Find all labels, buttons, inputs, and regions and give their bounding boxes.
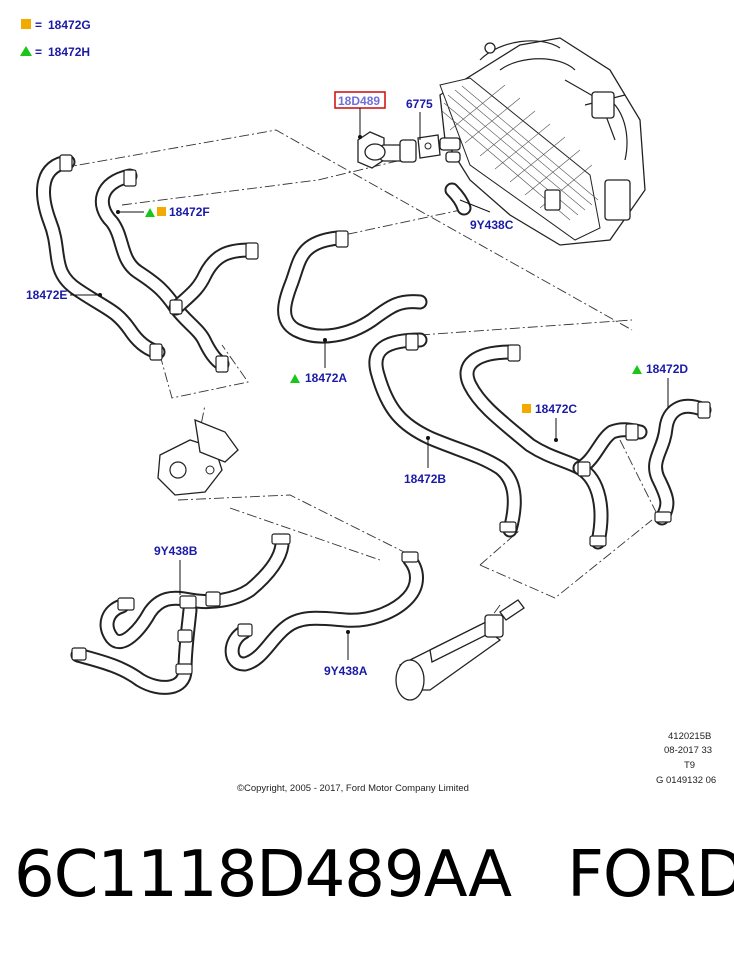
hose-9Y438C [444, 182, 472, 216]
valve-18D489 [357, 131, 461, 169]
hose-9Y438A [224, 552, 424, 672]
callout-label-6775[interactable]: 6775 [406, 97, 433, 111]
square-marker-icon [157, 207, 166, 216]
legend-part-18472G: 18472G [48, 18, 91, 32]
callout-18472C[interactable]: 18472C [522, 402, 577, 442]
callout-9Y438B[interactable]: 9Y438B [154, 544, 198, 595]
legend: = 18472G = 18472H [20, 18, 91, 59]
callout-18D489[interactable]: 18D489 [334, 91, 386, 139]
triangle-marker-icon [145, 208, 155, 217]
ref-line-4: G 0149132 06 [656, 775, 716, 786]
triangle-marker-icon [290, 374, 300, 383]
callout-18472F[interactable]: 18472F [116, 205, 210, 219]
ref-line-2: 08-2017 33 [664, 745, 712, 756]
reference-block: 4120215B 08-2017 33 T9 G 0149132 06 [656, 731, 716, 786]
callout-18472D[interactable]: 18472D [632, 362, 688, 408]
hose-18472E [36, 154, 166, 360]
legend-part-18472H: 18472H [48, 45, 90, 59]
legend-eq-2: = [35, 45, 42, 59]
callout-label-18472D[interactable]: 18472D [646, 362, 688, 376]
legend-triangle-icon [20, 46, 32, 56]
ref-line-3: T9 [684, 760, 695, 771]
hose-clamps [59, 154, 711, 675]
callout-label-9Y438B[interactable]: 9Y438B [154, 544, 198, 558]
thermostat-housing [157, 418, 239, 496]
copyright-text: ©Copyright, 2005 - 2017, Ford Motor Comp… [237, 783, 469, 794]
callout-label-18472F[interactable]: 18472F [169, 205, 210, 219]
hose-18472F [94, 168, 258, 372]
hose-18472B [368, 332, 522, 538]
callout-18472B[interactable]: 18472B [404, 436, 446, 486]
brand-name: FORD [567, 838, 734, 912]
ref-line-1: 4120215B [668, 731, 711, 742]
hose-18472D [648, 398, 712, 526]
callout-18472A[interactable]: 18472A [290, 338, 347, 385]
callout-label-18472C[interactable]: 18472C [535, 402, 577, 416]
assembly-guide-lines [61, 129, 661, 631]
part-number: 6C1118D489AA [14, 838, 512, 912]
callout-label-18472A[interactable]: 18472A [305, 371, 347, 385]
callout-6775[interactable]: 6775 [406, 97, 433, 140]
hose-18472A [277, 230, 428, 344]
square-marker-icon [522, 404, 531, 413]
callout-label-18472B[interactable]: 18472B [404, 472, 446, 486]
part-number-title: 6C1118D489AA FORD [14, 838, 734, 912]
callout-label-18D489[interactable]: 18D489 [338, 94, 380, 108]
triangle-marker-icon [632, 365, 642, 374]
cooler-unit [395, 599, 525, 701]
callout-label-9Y438C[interactable]: 9Y438C [470, 218, 514, 232]
legend-square-icon [21, 19, 31, 29]
heater-unit [439, 37, 646, 246]
hose-18472C [459, 344, 648, 550]
callout-18472E[interactable]: 18472E [26, 288, 102, 302]
legend-eq-1: = [35, 18, 42, 32]
callout-label-18472E[interactable]: 18472E [26, 288, 67, 302]
callout-9Y438A[interactable]: 9Y438A [324, 630, 368, 678]
callout-9Y438C[interactable]: 9Y438C [459, 199, 514, 232]
callout-label-9Y438A[interactable]: 9Y438A [324, 664, 368, 678]
